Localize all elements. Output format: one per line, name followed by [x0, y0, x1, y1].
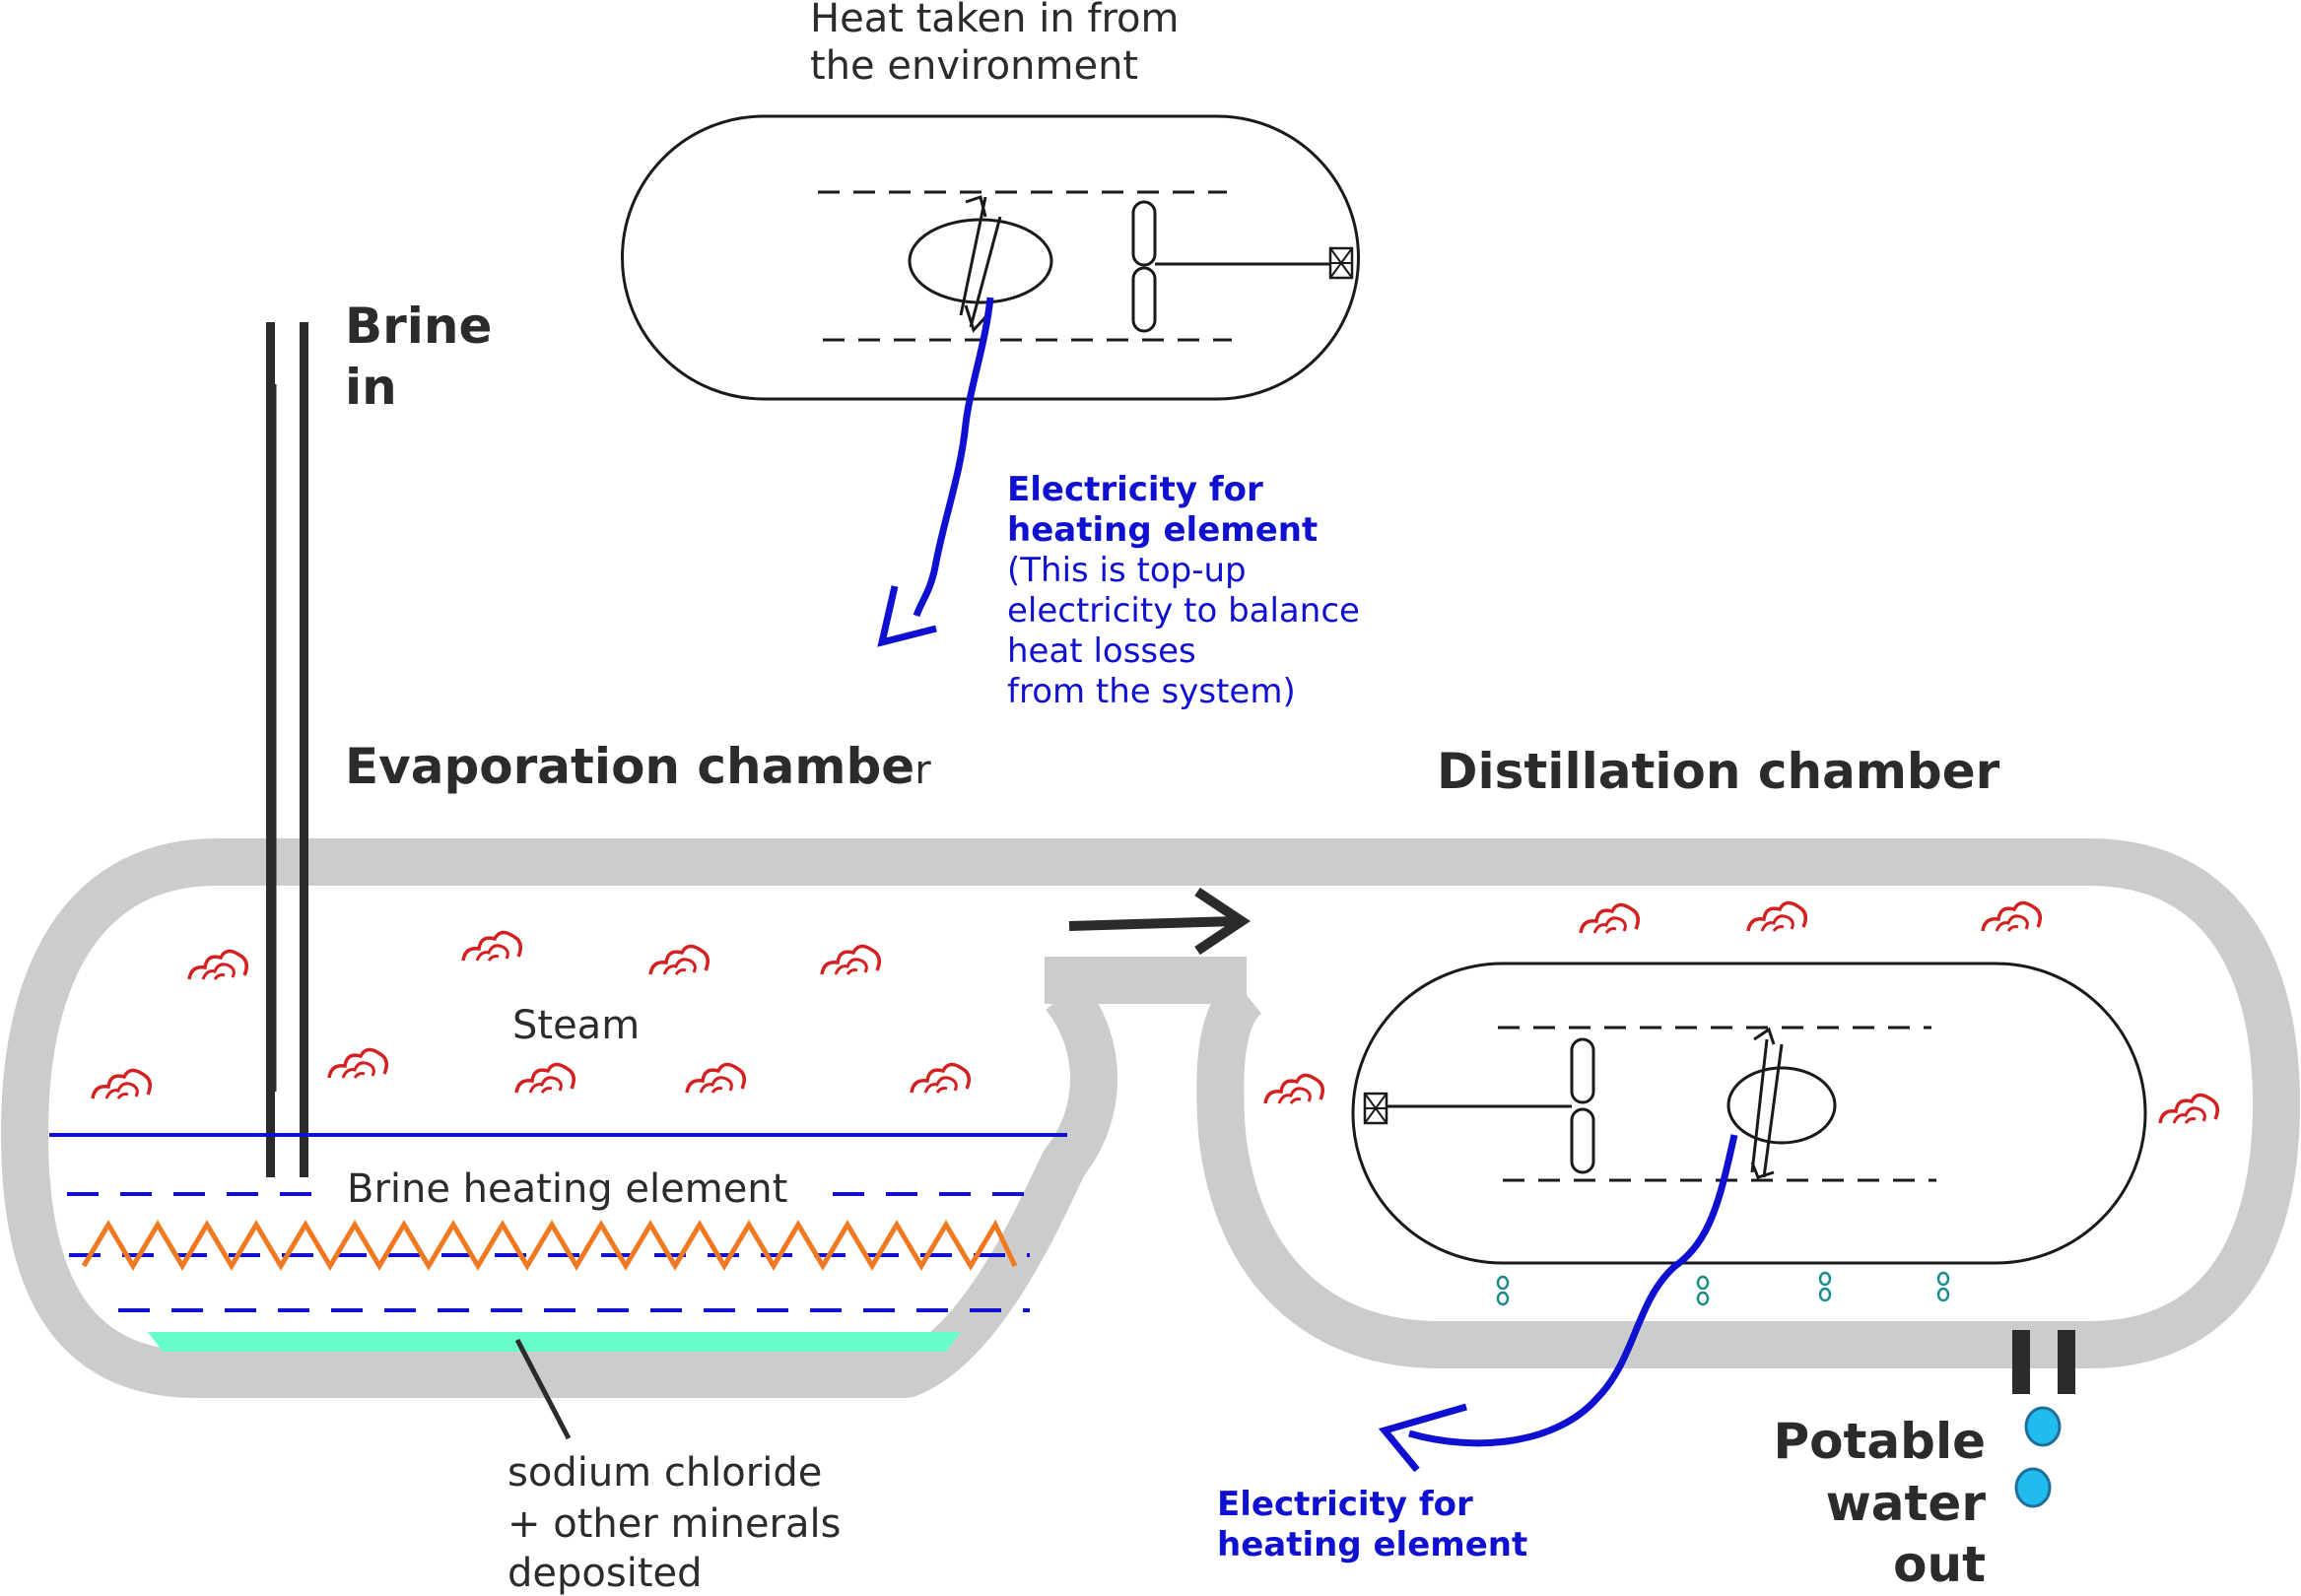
arrow-left-icon	[1378, 1403, 1467, 1473]
potable-label-line2: water	[1826, 1475, 1987, 1532]
elec-top-note2: electricity to balance	[1007, 591, 1360, 631]
evaporation-chamber-title: Evaporation chamber	[345, 738, 931, 795]
electric-wire-top	[913, 297, 994, 618]
deposit-pointer	[514, 1338, 572, 1440]
compressor-icon	[1726, 1027, 1837, 1179]
compressor-icon	[908, 195, 1053, 333]
heat-label-line2: the environment	[810, 43, 1138, 89]
elec-top-line2: heating element	[1007, 510, 1318, 550]
elec-top-line1: Electricity for	[1007, 470, 1263, 509]
condenser-casing	[1351, 962, 2147, 1265]
deposit-label-line3: deposited	[508, 1551, 703, 1596]
evaporation-chamber-wall	[1, 838, 1117, 1398]
elec-top-note3: heat losses	[1007, 632, 1196, 671]
condenser-unit	[1351, 962, 2147, 1265]
elec-top-note1: (This is top-up	[1007, 551, 1247, 590]
elec-bottom-line2: heating element	[1217, 1525, 1527, 1564]
distillation-chamber-wall	[1196, 838, 2300, 1368]
fan-icon	[1131, 200, 1354, 333]
elec-top-note4: from the system)	[1007, 672, 1296, 711]
brine-in-label-line2: in	[345, 359, 397, 416]
heating-coil	[81, 1219, 1018, 1271]
potable-water-outlet	[2012, 1330, 2075, 1394]
arrow-right-icon	[1068, 887, 1252, 956]
steam-puff-icon	[1746, 900, 1807, 933]
steam-puff-icon	[820, 944, 881, 976]
deposit-label-line1: sodium chloride	[508, 1450, 822, 1496]
steam-puff-icon	[461, 930, 522, 963]
heat-pump-casing	[621, 114, 1360, 401]
brine-heating-element-label: Brine heating element	[347, 1166, 787, 1212]
steam-puff-icon	[327, 1047, 388, 1080]
brine-inlet-pipe	[266, 322, 308, 1177]
steam-puffs-distillation	[1263, 900, 2219, 1125]
water-drop-icon	[2024, 1406, 2062, 1447]
steam-puff-icon	[91, 1068, 152, 1100]
water-drop-icon	[1936, 1271, 1950, 1302]
brine-in-label-line1: Brine	[345, 298, 492, 355]
water-drop-icon	[1496, 1275, 1510, 1306]
potable-label-line1: Potable	[1774, 1413, 1986, 1470]
fan-icon	[1363, 1037, 1595, 1174]
steam-puff-icon	[910, 1062, 971, 1095]
water-drop-icon	[1696, 1275, 1710, 1306]
water-drop-icon	[1818, 1271, 1832, 1302]
electricity-label-top: Electricity for heating element (This is…	[1007, 470, 1360, 711]
steam-label: Steam	[512, 1003, 640, 1048]
chamber-walls	[1, 838, 2300, 1398]
heat-label-line1: Heat taken in from	[810, 0, 1179, 41]
steam-puff-icon	[685, 1062, 746, 1095]
brine-dashed-levels	[67, 1192, 1030, 1312]
elec-bottom-line1: Electricity for	[1217, 1485, 1473, 1524]
steam-puff-icon	[514, 1062, 575, 1095]
water-drop-icon	[2014, 1467, 2052, 1508]
steam-puff-icon	[648, 944, 710, 976]
steam-puff-icon	[1579, 902, 1640, 935]
steam-puff-icon	[1263, 1073, 1324, 1105]
distillation-chamber-title: Distillation chamber	[1437, 743, 2000, 800]
heat-pump-unit	[621, 114, 1360, 401]
steam-puff-icon	[187, 949, 248, 981]
potable-label-line3: out	[1893, 1536, 1986, 1593]
steam-puff-icon	[1981, 900, 2042, 933]
arrow-down-left-icon	[877, 585, 937, 647]
mineral-deposit	[148, 1332, 961, 1352]
steam-puff-icon	[2158, 1093, 2219, 1125]
deposit-label-line2: + other minerals	[508, 1501, 841, 1547]
condensate-drops	[1496, 1271, 1950, 1306]
electric-wire-bottom	[1408, 1134, 1738, 1447]
